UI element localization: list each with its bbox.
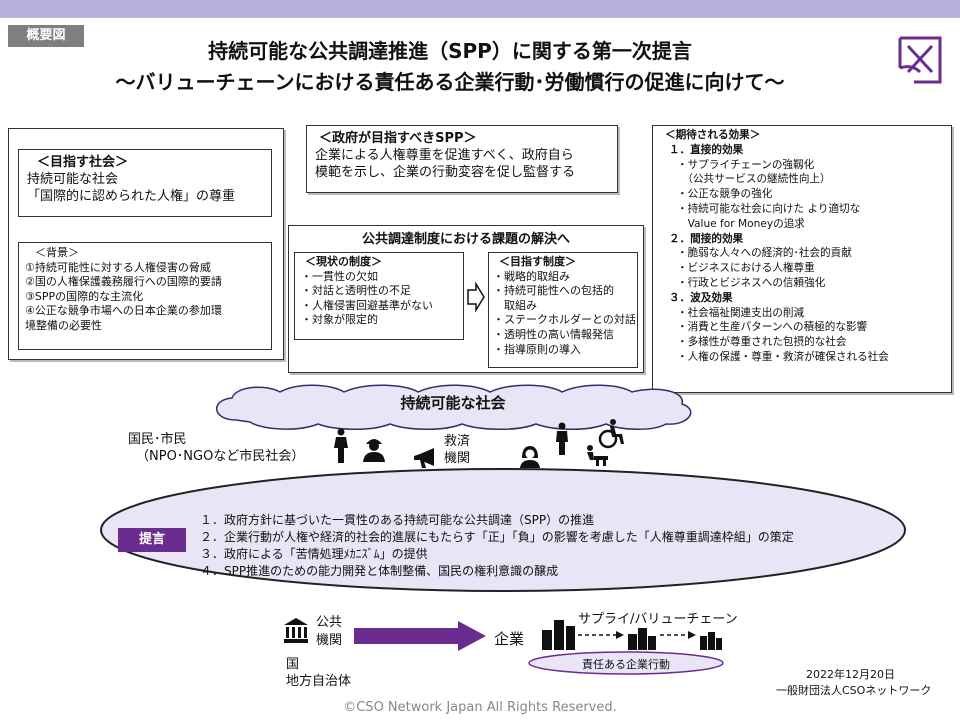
proposal-list: １．政府方針に基づいた一貫性のある持続可能な公共調達（SPP）の推進 ２．企業行… (200, 512, 794, 580)
sustainable-society-cloud (215, 384, 692, 431)
target-system-item: ・指導原則の導入 (493, 342, 581, 356)
effects-item: Value for Moneyの追求 (677, 217, 805, 230)
citizens-line-2: （NPO･NGOなど市民社会） (136, 449, 305, 464)
effects-item: ・行政とビジネスへの信頼強化 (677, 276, 826, 289)
proposal-badge: 提言 (118, 528, 186, 552)
outline-arrow-right-icon (467, 282, 485, 312)
cso-logo-icon (898, 36, 942, 84)
effects-panel: ＜期待される効果＞ １．直接的効果 ・サプライチェーンの強靱化 （公共サービスの… (652, 125, 952, 393)
chain-arrow-icon (578, 631, 624, 639)
current-system-item: ・対象が限定的 (301, 313, 378, 327)
effects-item: ・多様性が尊重された包摂的な社会 (677, 336, 847, 349)
page-title: 持続可能な公共調達推進（SPP）に関する第一次提言 〜バリューチェーンにおける責… (100, 36, 800, 98)
chain-arrow-icon (660, 631, 696, 639)
top-band (0, 0, 960, 18)
gov-line-1: 国 (286, 657, 300, 672)
society-goal-heading: ＜目指す社会＞ (37, 155, 129, 170)
wheelchair-icon (598, 419, 624, 449)
responsible-label: 責任ある企業行動 (582, 658, 670, 671)
target-system-item: ・ステークホルダーとの対話 (493, 313, 636, 327)
effects-section-title: ３．波及効果 (669, 291, 733, 304)
effects-item: ・ビジネスにおける人権尊重 (677, 262, 815, 275)
current-system-box: ＜現状の制度＞ ・一貫性の欠如 ・対話と透明性の不足 ・人権侵害回避基準がない … (294, 252, 464, 340)
government-building-icon (284, 618, 308, 643)
society-goal-line-2: 「国際的に認められた人権」の尊重 (27, 189, 236, 204)
baby-care-icon (587, 445, 608, 466)
background-item: ②国の人権保護義務履行への国際的要請 (25, 275, 222, 289)
relief-line-1: 救済 (444, 434, 471, 449)
proposal-ellipse (100, 468, 906, 592)
procurement-heading: 公共調達制度における課題の解決へ (361, 232, 570, 247)
gov-line-2: 地方自治体 (286, 674, 352, 689)
public-line-2: 機関 (316, 633, 343, 648)
target-system-item: ・持続可能性への包括的 (493, 284, 614, 298)
target-system-item: 取組み (493, 298, 537, 312)
current-system-item: ・対話と透明性の不足 (301, 284, 411, 298)
background-item: ①持続可能性に対する人権侵害の脅威 (25, 260, 211, 274)
effects-item: ・脆弱な人々への経済的･社会的貢献 (677, 247, 852, 260)
supply-chain-label: サプライ/バリューチェーン (578, 612, 738, 627)
proposal-item: ２．企業行動が人権や経済的社会的進展にもたらす「正」「負」の影響を考慮した「人権… (200, 530, 794, 544)
gov-spp-box: ＜政府が目指すべきSPP＞ 企業による人権尊重を促進すべく、政府自ら 模範を示し… (306, 125, 618, 193)
effects-item: ・人権の保護・尊重・救済が確保される社会 (677, 350, 889, 363)
effects-item: ・消費と生産パターンへの積極的な影響 (677, 321, 868, 334)
effects-item: ・サプライチェーンの強靱化 (677, 158, 815, 171)
gov-spp-line-1: 企業による人権尊重を促進すべく、政府自ら (315, 148, 574, 163)
copyright: ©CSO Network Japan All Rights Reserved. (343, 700, 617, 715)
effects-item: ・公正な競争の強化 (677, 188, 773, 201)
citizens-line-1: 国民･市民 (128, 432, 187, 447)
responsible-oval (528, 651, 724, 675)
overview-tag: 概要図 (8, 25, 84, 47)
gov-spp-heading: ＜政府が目指すべきSPP＞ (319, 131, 477, 146)
background-item: ③SPPの国際的な主流化 (25, 289, 144, 303)
effects-item: （公共サービスの継続性向上） (677, 173, 831, 186)
relief-line-2: 機関 (444, 451, 471, 466)
target-system-item: ・透明性の高い情報発信 (493, 327, 614, 341)
worker-icon (363, 439, 385, 462)
megaphone-icon (414, 448, 434, 468)
effects-item: ・持続可能な社会に向けた より適切な (677, 202, 861, 215)
gov-spp-line-2: 模範を示し、企業の行動変容を促し監督する (315, 165, 576, 180)
effects-item: ・社会福祉関連支出の削減 (677, 306, 805, 319)
society-goal-box: ＜目指す社会＞ 持続可能な社会 「国際的に認められた人権」の尊重 (18, 149, 272, 217)
building-icon (628, 628, 656, 650)
org-label: 一般財団法人CSOネットワーク (776, 684, 932, 697)
public-line-1: 公共 (316, 615, 343, 630)
effects-heading: ＜期待される効果＞ (665, 129, 761, 141)
date-label: 2022年12月20日 (806, 668, 895, 681)
person-icon (334, 428, 348, 463)
current-system-item: ・一貫性の欠如 (301, 269, 378, 283)
man-icon (556, 422, 568, 455)
society-goal-line-1: 持続可能な社会 (27, 172, 119, 187)
background-item: ④公正な競争市場への日本企業の参加環 (25, 304, 222, 318)
target-system-heading: ＜目指す制度＞ (499, 255, 576, 268)
proposal-item: １．政府方針に基づいた一貫性のある持続可能な公共調達（SPP）の推進 (200, 513, 595, 527)
woman-icon (520, 446, 540, 468)
title-line-2: 〜バリューチェーンにおける責任ある企業行動･労働慣行の促進に向けて〜 (115, 70, 785, 94)
proposal-item: ４．SPP推進のための能力開発と体制整備、国民の権利意識の醸成 (200, 564, 559, 578)
effects-section-title: ２．間接的効果 (669, 232, 744, 245)
building-icon (542, 620, 575, 650)
background-box: ＜背景＞ ①持続可能性に対する人権侵害の脅威 ②国の人権保護義務履行への国際的要… (18, 242, 272, 350)
title-line-1: 持続可能な公共調達推進（SPP）に関する第一次提言 (208, 39, 692, 63)
target-system-box: ＜目指す制度＞ ・戦略的取組み ・持続可能性への包括的 取組み ・ステークホルダ… (488, 252, 638, 368)
proposal-item: ３．政府による「苦情処理ﾒｶﾆｽﾞﾑ」の提供 (200, 547, 428, 561)
company-label: 企業 (494, 630, 525, 648)
effects-section-title: １．直接的効果 (669, 143, 744, 156)
current-system-heading: ＜現状の制度＞ (305, 255, 382, 268)
flow-arrow-icon (354, 621, 486, 651)
cloud-label: 持続可能な社会 (400, 394, 506, 412)
building-icon (700, 632, 722, 650)
current-system-item: ・人権侵害回避基準がない (301, 298, 433, 312)
background-item: 境整備の必要性 (25, 318, 102, 332)
background-heading: ＜背景＞ (35, 246, 79, 259)
target-system-item: ・戦略的取組み (493, 269, 570, 283)
